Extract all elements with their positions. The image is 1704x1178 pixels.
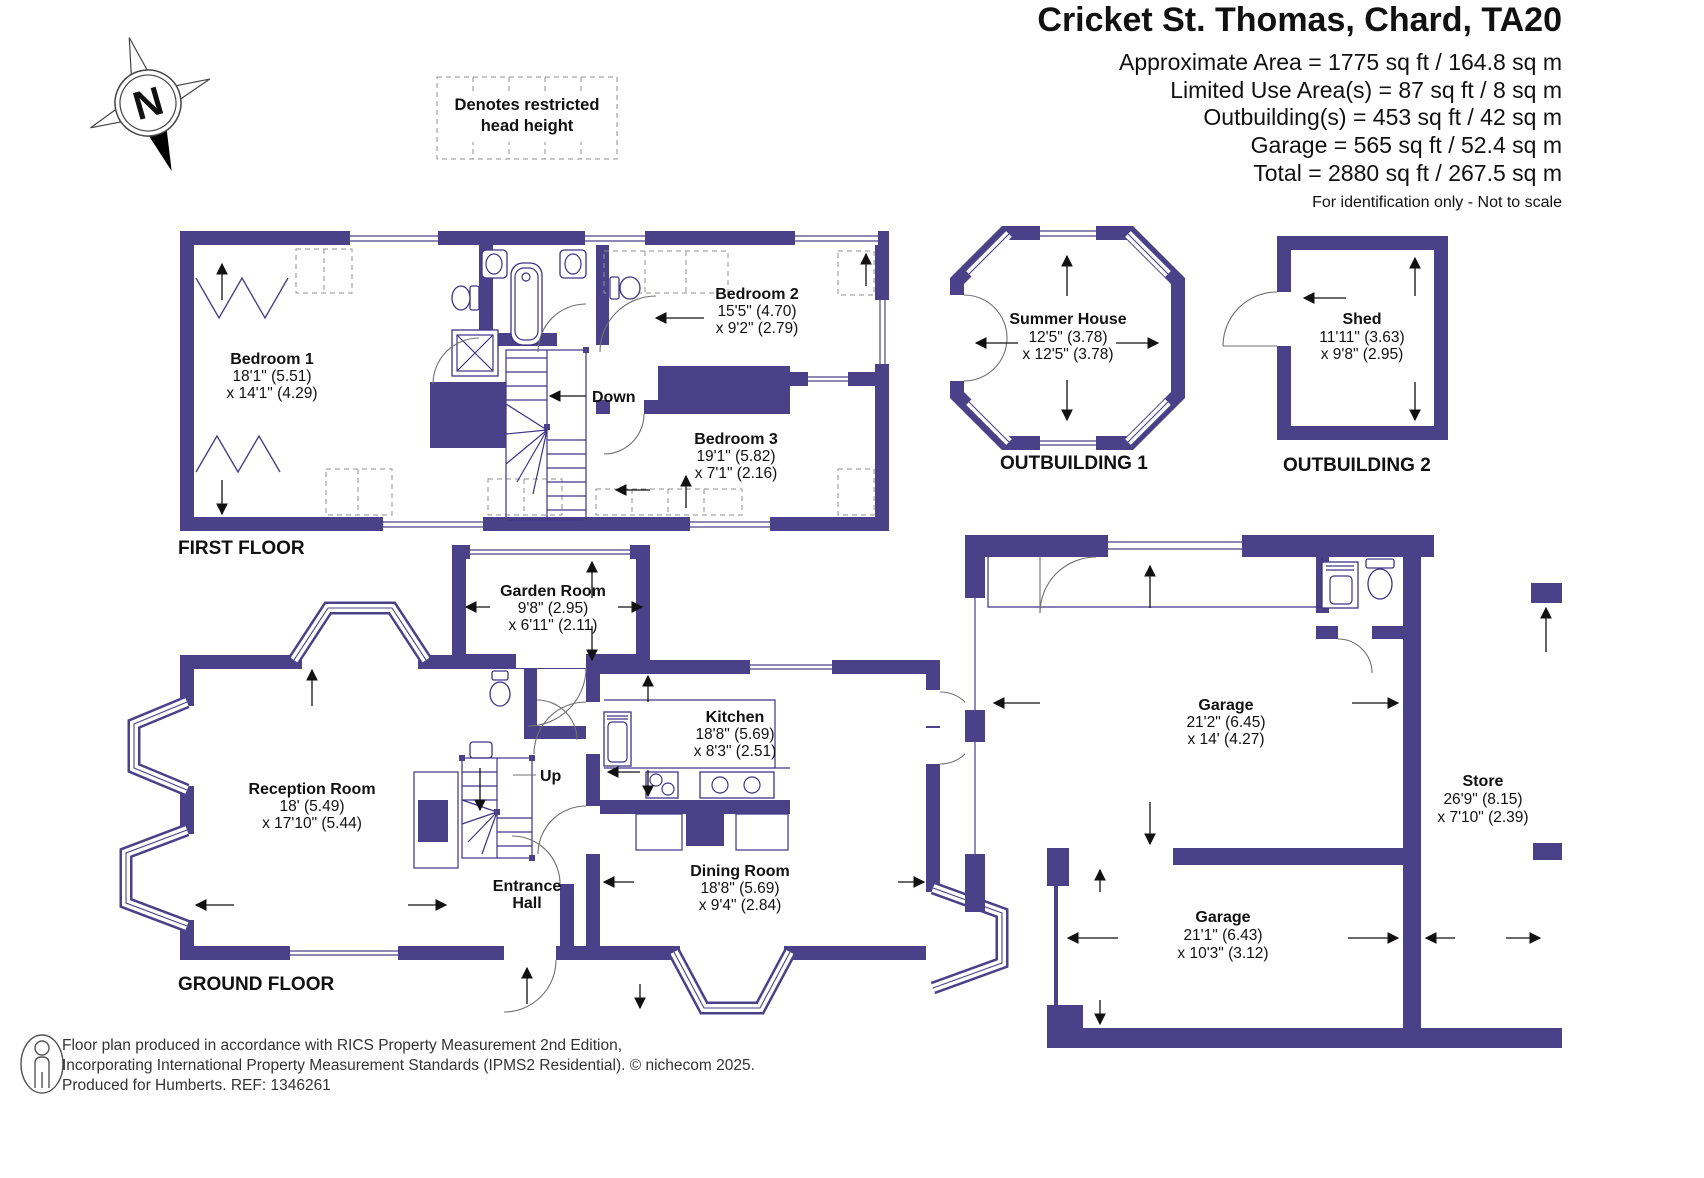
summer-house-name-label: Summer House bbox=[1009, 311, 1126, 328]
approximate-area-line: Approximate Area = 1775 sq ft / 164.8 sq… bbox=[1119, 49, 1562, 75]
dining-dim2-label: x 9'4" (2.84) bbox=[699, 897, 782, 914]
footer-line2: Incorporating International Property Mea… bbox=[62, 1057, 755, 1074]
dining-dim1-label: 18'8" (5.69) bbox=[700, 880, 779, 897]
outbuilding2-title: OUTBUILDING 2 bbox=[1283, 455, 1431, 476]
reception-dim2-label: x 17'10" (5.44) bbox=[262, 815, 362, 832]
first-floor-door-arcs bbox=[432, 295, 657, 455]
shed-dim1-label: 11'11" (3.63) bbox=[1319, 329, 1404, 346]
wardrobe-lines bbox=[195, 276, 289, 474]
entrance-hall-label2: Hall bbox=[512, 895, 541, 912]
page-title: Cricket St. Thomas, Chard, TA20 bbox=[1037, 1, 1562, 39]
garage-plan: Garage 21'2" (6.45) x 14' (4.27) Garage … bbox=[965, 535, 1562, 1048]
bedroom1-dim1-label: 18'1" (5.51) bbox=[232, 368, 311, 385]
bedroom2-dim2-label: x 9'2" (2.79) bbox=[716, 320, 799, 337]
ground-floor-plan: Garden Room 9'8" (2.95) x 6'11" (2.11) R… bbox=[119, 545, 1009, 1015]
bedroom1-name-label: Bedroom 1 bbox=[230, 351, 314, 368]
first-floor-stairs bbox=[503, 347, 589, 523]
shed-dim2-label: x 9'8" (2.95) bbox=[1321, 346, 1404, 363]
garage1-dim2-label: x 14' (4.27) bbox=[1187, 731, 1264, 748]
summer-house-dim1-label: 12'5" (3.78) bbox=[1028, 329, 1107, 346]
bedroom3-dim1-label: 19'1" (5.82) bbox=[696, 448, 775, 465]
first-floor-plan: Bedroom 1 18'1" (5.51) x 14'1" (4.29) Be… bbox=[178, 231, 889, 559]
shed-name-label: Shed bbox=[1342, 311, 1381, 328]
garage2-name-label: Garage bbox=[1195, 909, 1250, 926]
shed-door bbox=[1222, 291, 1291, 347]
store-dim2-label: x 7'10" (2.39) bbox=[1437, 809, 1528, 826]
bedroom3-name-label: Bedroom 3 bbox=[694, 431, 778, 448]
first-floor-interior-walls bbox=[430, 245, 875, 448]
outbuilding1-title: OUTBUILDING 1 bbox=[1000, 453, 1148, 474]
summer-house-windows bbox=[966, 226, 1171, 450]
footer: Floor plan produced in accordance with R… bbox=[20, 1034, 755, 1094]
store-name-label: Store bbox=[1463, 773, 1504, 790]
first-floor-title: FIRST FLOOR bbox=[178, 538, 305, 559]
total-area-line: Total = 2880 sq ft / 267.5 sq m bbox=[1253, 160, 1562, 186]
ground-floor-dimension-arrows bbox=[194, 560, 926, 1010]
outbuilding-area-line: Outbuilding(s) = 453 sq ft / 42 sq m bbox=[1203, 104, 1562, 130]
bedroom1-dim2-label: x 14'1" (4.29) bbox=[226, 385, 317, 402]
garage2-dim1-label: 21'1" (6.43) bbox=[1183, 927, 1262, 944]
garage-fixtures bbox=[987, 556, 1395, 674]
disclaimer: For identification only - Not to scale bbox=[1312, 194, 1562, 211]
ground-floor-interior bbox=[413, 669, 790, 946]
garage1-dim1-label: 21'2" (6.45) bbox=[1186, 714, 1265, 731]
ground-floor-door-arcs bbox=[503, 667, 977, 1013]
garage-walls bbox=[965, 535, 1562, 1048]
reception-dim1-label: 18' (5.49) bbox=[280, 798, 345, 815]
stairs-down-label: Down bbox=[592, 389, 636, 406]
footer-line1: Floor plan produced in accordance with R… bbox=[62, 1037, 622, 1054]
legend-line1: Denotes restricted bbox=[455, 96, 600, 114]
footer-line3: Produced for Humberts. REF: 1346261 bbox=[62, 1077, 331, 1094]
kitchen-dim1-label: 18'8" (5.69) bbox=[695, 726, 774, 743]
bedroom2-dim1-label: 15'5" (4.70) bbox=[717, 303, 796, 320]
ground-floor-title: GROUND FLOOR bbox=[178, 974, 334, 995]
restricted-head-height-legend: Denotes restricted head height bbox=[436, 76, 618, 160]
header: Cricket St. Thomas, Chard, TA20 Approxim… bbox=[1037, 1, 1562, 211]
summer-house-dim2-label: x 12'5" (3.78) bbox=[1022, 346, 1113, 363]
kitchen-dim2-label: x 8'3" (2.51) bbox=[694, 743, 777, 760]
garage1-name-label: Garage bbox=[1198, 697, 1253, 714]
bay-windows bbox=[119, 601, 1009, 1015]
summer-house-doors bbox=[950, 294, 1008, 382]
person-icon bbox=[20, 1034, 64, 1094]
bedroom2-name-label: Bedroom 2 bbox=[715, 286, 799, 303]
outbuilding1-plan: Summer House 12'5" (3.78) x 12'5" (3.78)… bbox=[950, 226, 1185, 474]
entrance-hall-label1: Entrance bbox=[493, 878, 562, 895]
reception-name-label: Reception Room bbox=[248, 781, 375, 798]
garden-room-name-label: Garden Room bbox=[500, 583, 606, 600]
dining-name-label: Dining Room bbox=[690, 863, 790, 880]
legend-line2: head height bbox=[481, 117, 574, 135]
kitchen-name-label: Kitchen bbox=[706, 709, 765, 726]
garden-room-dim1-label: 9'8" (2.95) bbox=[518, 600, 589, 617]
first-floor-windows bbox=[350, 231, 889, 531]
shed-dimension-arrows bbox=[1302, 256, 1421, 422]
garage-dimension-arrows bbox=[992, 564, 1552, 1026]
restricted-head-height-zones bbox=[295, 248, 875, 516]
bedroom3-dim2-label: x 7'1" (2.16) bbox=[695, 465, 778, 482]
first-floor-dimension-arrows bbox=[216, 252, 872, 516]
summer-house-dimension-arrows bbox=[974, 254, 1160, 422]
stairs-up-label: Up bbox=[540, 768, 562, 785]
outbuilding2-plan: Shed 11'11" (3.63) x 9'8" (2.95) OUTBUIL… bbox=[1222, 236, 1448, 476]
compass-north-icon: N bbox=[90, 37, 211, 172]
bathroom-fixtures bbox=[451, 249, 641, 377]
garage2-dim2-label: x 10'3" (3.12) bbox=[1177, 945, 1268, 962]
limited-use-area-line: Limited Use Area(s) = 87 sq ft / 8 sq m bbox=[1170, 77, 1562, 103]
garden-room-dim2-label: x 6'11" (2.11) bbox=[509, 617, 598, 634]
store-dim1-label: 26'9" (8.15) bbox=[1443, 791, 1522, 808]
garage-area-line: Garage = 565 sq ft / 52.4 sq m bbox=[1251, 132, 1562, 158]
ground-floor-stairs bbox=[459, 755, 536, 861]
